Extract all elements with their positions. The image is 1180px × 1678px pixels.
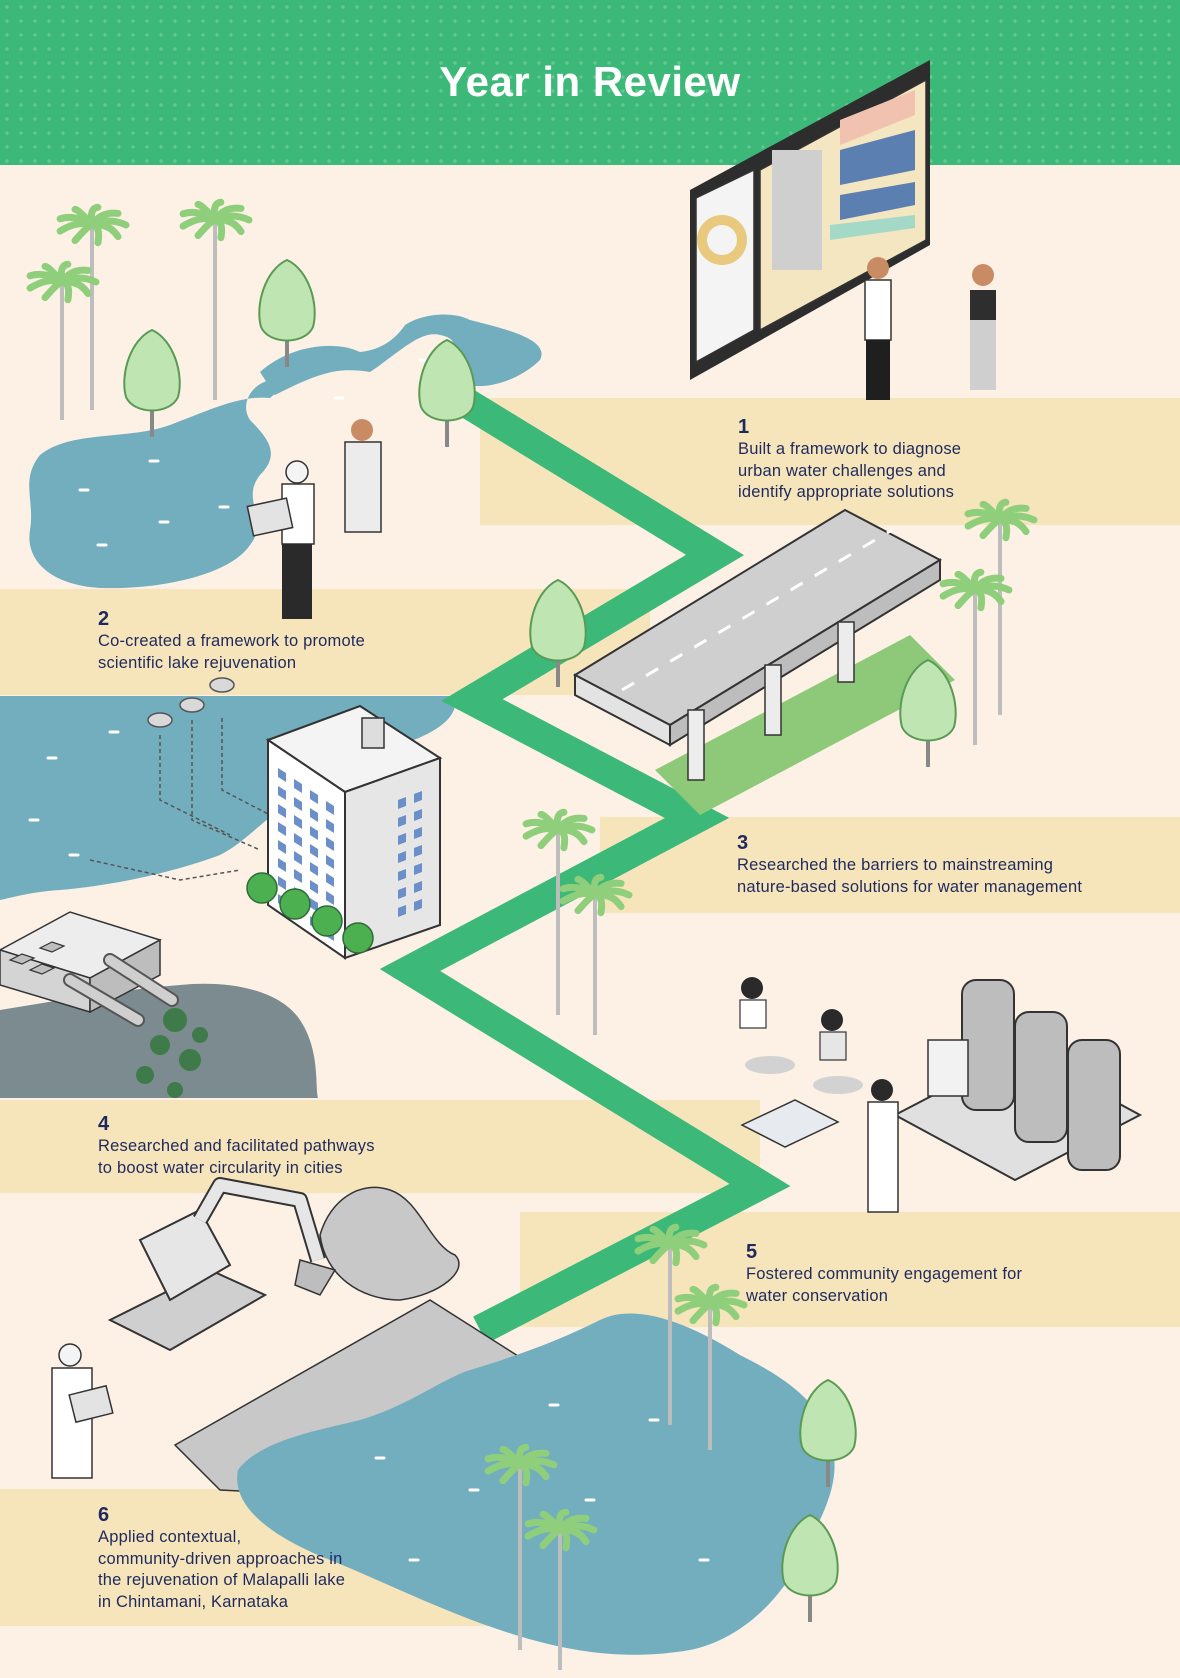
building-window — [310, 790, 318, 804]
palm-tree — [559, 873, 633, 1035]
palm-tree — [484, 1443, 558, 1650]
milestone-5: 5 Fostered community engagement for wate… — [746, 1240, 1022, 1307]
tree — [418, 338, 476, 447]
building-window — [326, 873, 334, 887]
palm-tree — [56, 203, 130, 410]
people-at-dashboard — [864, 257, 996, 400]
building-window — [278, 858, 286, 872]
header-dot-pattern — [0, 0, 1180, 165]
building-window — [294, 851, 302, 865]
tree-group — [123, 258, 957, 1622]
milestone-1-number: 1 — [738, 416, 750, 438]
treatment-plant-building — [0, 911, 179, 1027]
building-window — [278, 786, 286, 800]
milestone-4: 4 Researched and facilitated pathways to… — [98, 1112, 375, 1179]
palm-tree — [634, 1223, 708, 1425]
building-window — [414, 827, 422, 839]
milestone-5-number: 5 — [746, 1241, 758, 1263]
milestone-3-number: 3 — [737, 832, 749, 854]
building-window — [294, 869, 302, 883]
building-window — [294, 833, 302, 847]
building-window — [398, 833, 406, 845]
building-window — [326, 891, 334, 905]
palm-tree — [26, 260, 100, 420]
wastewater-pond — [0, 983, 318, 1098]
building-window — [294, 797, 302, 811]
building-window — [398, 851, 406, 863]
milestone-4-text: Researched and facilitated pathways to b… — [98, 1137, 375, 1177]
milestone-1: 1 Built a framework to diagnose urban wa… — [738, 415, 961, 504]
tree — [799, 1378, 857, 1487]
milestone-3: 3 Researched the barriers to mainstreami… — [737, 831, 1082, 898]
dashboard-screen — [690, 60, 930, 380]
tree — [899, 658, 957, 767]
building-window — [310, 880, 318, 894]
building-window — [398, 815, 406, 827]
milestone-5-text: Fostered community engagement for water … — [746, 1265, 1023, 1305]
building-window — [278, 822, 286, 836]
milestone-6: 6 Applied contextual, community-driven a… — [98, 1503, 345, 1613]
building-window — [414, 899, 422, 911]
building-window — [310, 862, 318, 876]
excavator — [107, 1177, 337, 1352]
tree — [258, 258, 316, 367]
building-window — [294, 779, 302, 793]
tree — [123, 328, 181, 437]
building-window — [414, 791, 422, 803]
milestone-1-text: Built a framework to diagnose urban wate… — [738, 440, 962, 501]
building-window — [278, 840, 286, 854]
building-window — [398, 869, 406, 881]
building-window — [414, 845, 422, 857]
community-people — [739, 977, 899, 1213]
page-title: Year in Review — [439, 58, 741, 105]
milestone-2: 2 Co-created a framework to promote scie… — [98, 607, 365, 674]
milestone-4-number: 4 — [98, 1113, 110, 1135]
header-banner: Year in Review — [0, 0, 1180, 165]
green-path — [379, 387, 791, 1344]
building-window — [414, 881, 422, 893]
band-milestone-5 — [520, 1212, 1180, 1327]
building-window — [326, 837, 334, 851]
building-window — [310, 898, 318, 912]
building-window — [414, 863, 422, 875]
building-window — [278, 768, 286, 782]
milestone-2-number: 2 — [98, 608, 110, 630]
palm-group — [26, 198, 1038, 1670]
tree — [529, 578, 587, 687]
water-treatment-tanks — [892, 979, 1143, 1182]
tree — [781, 1513, 839, 1622]
inspector-figures — [51, 419, 382, 1479]
building-window — [326, 819, 334, 833]
building-window — [326, 801, 334, 815]
palm-tree — [939, 568, 1013, 745]
milestone-6-number: 6 — [98, 1504, 110, 1526]
building-window — [294, 815, 302, 829]
building-window — [414, 809, 422, 821]
milestone-3-text: Researched the barriers to mainstreaming… — [737, 856, 1083, 896]
palm-tree — [179, 198, 253, 400]
flyover-bridge — [572, 508, 955, 815]
palm-tree — [674, 1283, 748, 1450]
building-window — [310, 808, 318, 822]
building-window — [398, 887, 406, 899]
milestone-6-text: Applied contextual, community-driven app… — [98, 1528, 346, 1611]
building-window — [278, 804, 286, 818]
office-building — [246, 704, 443, 960]
building-window — [278, 876, 286, 890]
building-window — [398, 797, 406, 809]
palm-tree — [524, 1508, 598, 1670]
building-window — [310, 844, 318, 858]
palm-tree — [522, 808, 596, 1015]
palm-tree — [964, 498, 1038, 715]
bottom-lake — [237, 1313, 835, 1655]
building-window — [398, 905, 406, 917]
building-window — [310, 826, 318, 840]
milestone-2-text: Co-created a framework to promote scient… — [98, 632, 366, 672]
band-milestone-1 — [480, 398, 1180, 525]
building-window — [326, 855, 334, 869]
